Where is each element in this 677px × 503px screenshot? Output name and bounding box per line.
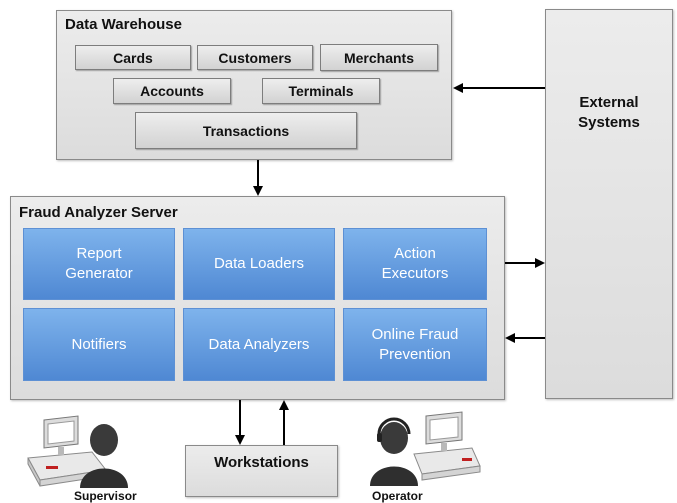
entity-customers: Customers: [197, 45, 313, 70]
operator-label: Operator: [372, 489, 423, 503]
supervisor-icon: [27, 415, 128, 488]
module-online-fraud-prevention: Online Fraud Prevention: [343, 308, 487, 381]
entity-merchants: Merchants: [320, 44, 438, 71]
fraud-analyzer-server-title: Fraud Analyzer Server: [19, 204, 178, 221]
entity-cards: Cards: [75, 45, 191, 70]
module-report-generator: Report Generator: [23, 228, 175, 300]
workstations-label: Workstations: [214, 454, 309, 471]
data-warehouse-title: Data Warehouse: [65, 16, 182, 33]
entity-transactions: Transactions: [135, 112, 357, 149]
external-systems-title: External Systems: [578, 94, 640, 131]
supervisor-label: Supervisor: [74, 489, 137, 503]
module-data-analyzers: Data Analyzers: [183, 308, 335, 381]
entity-terminals: Terminals: [262, 78, 380, 104]
external-systems-panel: External Systems: [545, 9, 673, 399]
operator-icon: [370, 411, 481, 486]
module-action-executors: Action Executors: [343, 228, 487, 300]
module-data-loaders: Data Loaders: [183, 228, 335, 300]
module-notifiers: Notifiers: [23, 308, 175, 381]
entity-accounts: Accounts: [113, 78, 231, 104]
workstations-box: Workstations: [185, 445, 338, 497]
